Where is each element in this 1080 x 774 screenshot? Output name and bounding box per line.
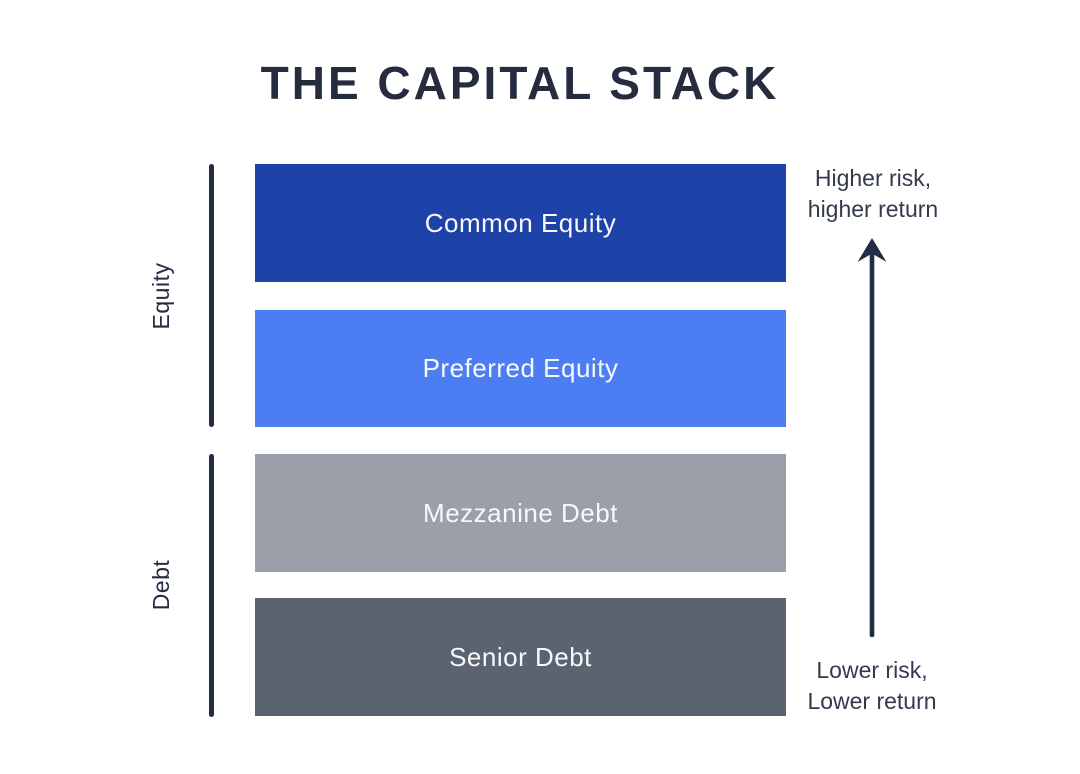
page-title: THE CAPITAL STACK	[260, 57, 780, 109]
equity-bracket-line	[209, 164, 214, 427]
lower-risk-annotation: Lower risk, Lower return	[762, 655, 982, 717]
higher-risk-annotation: Higher risk, higher return	[763, 163, 983, 225]
higher-risk-line2: higher return	[807, 196, 939, 222]
bar-senior-debt: Senior Debt	[255, 598, 786, 716]
bar-label: Senior Debt	[449, 641, 592, 672]
bar-preferred-equity: Preferred Equity	[255, 310, 786, 427]
equity-group-label: Equity	[148, 262, 174, 330]
higher-risk-line1: Higher risk,	[814, 165, 932, 191]
bar-common-equity: Common Equity	[255, 164, 786, 282]
lower-risk-line2: Lower return	[807, 688, 937, 714]
debt-bracket-line	[209, 454, 214, 717]
bar-mezzanine-debt: Mezzanine Debt	[255, 454, 786, 572]
bar-label: Preferred Equity	[422, 353, 619, 383]
up-arrow-icon	[857, 238, 887, 637]
lower-risk-line1: Lower risk,	[816, 657, 928, 683]
bar-label: Mezzanine Debt	[423, 497, 618, 528]
debt-group-label: Debt	[148, 559, 174, 611]
bar-label: Common Equity	[424, 207, 617, 238]
